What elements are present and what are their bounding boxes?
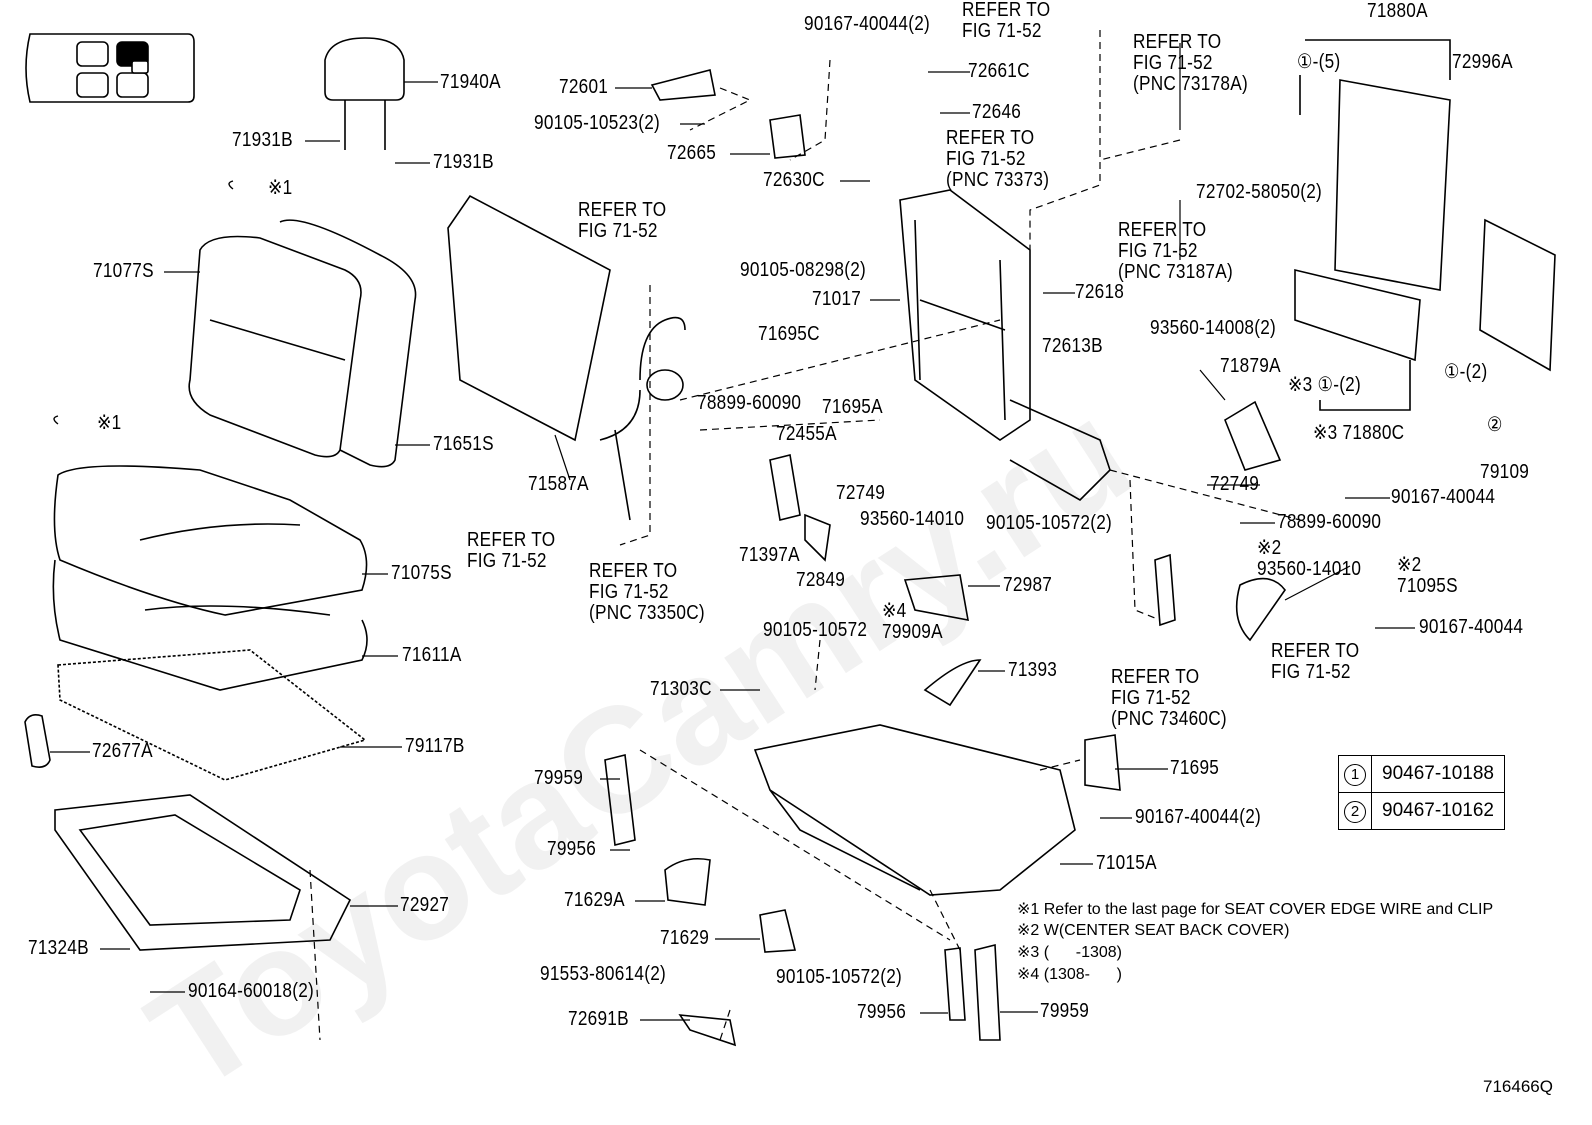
part-label: 78899-60090	[697, 392, 802, 414]
part-label: 72661C	[968, 60, 1030, 82]
table-row: 2 90467-10162	[1338, 792, 1505, 830]
part-label: 72749	[1210, 473, 1260, 495]
part-label: 71015A	[1096, 852, 1157, 874]
footnote-3: ※3 ( -1308)	[1017, 944, 1122, 961]
part-label: 72613B	[1042, 335, 1103, 357]
part-label: 90105-08298(2)	[740, 259, 867, 281]
part-label: 79109	[1480, 461, 1530, 483]
part-label: ※2 71095S	[1397, 554, 1458, 597]
part-label: ※4 79909A	[882, 600, 943, 643]
part-label: 71695C	[758, 323, 820, 345]
part-label: REFER TO FIG 71-52	[1271, 640, 1360, 683]
part-label: 71397A	[739, 544, 800, 566]
part-label: ※3 71880C	[1313, 422, 1405, 444]
part-label: 71393	[1008, 659, 1058, 681]
seat-position-indicator	[25, 33, 195, 103]
part-label: 71931B	[433, 151, 494, 173]
part-label: ②	[1487, 414, 1503, 436]
part-label: 79956	[547, 838, 597, 860]
part-label: 79959	[1040, 1000, 1090, 1022]
part-label: 79956	[857, 1001, 907, 1023]
part-label: 71611A	[402, 644, 462, 666]
figure-code: 716466Q	[1483, 1077, 1553, 1096]
part-label: REFER TO FIG 71-52	[962, 0, 1051, 42]
part-label: 72927	[400, 894, 450, 916]
part-label: 71587A	[528, 473, 589, 495]
ref-key: 2	[1344, 800, 1366, 823]
part-label: 71077S	[93, 260, 154, 282]
part-label: 93560-14010	[860, 508, 965, 530]
part-label: 72601	[559, 76, 609, 98]
part-label: 71303C	[650, 678, 712, 700]
ref-part: 90467-10162	[1371, 792, 1505, 830]
part-label: ※3 ①-(2)	[1288, 374, 1361, 396]
part-label: 90105-10523(2)	[534, 112, 661, 134]
part-label: 91553-80614(2)	[540, 963, 667, 985]
ref-key: 1	[1344, 763, 1366, 786]
part-label: 90164-60018(2)	[188, 980, 315, 1002]
part-label: 72996A	[1452, 51, 1513, 73]
part-label: 72849	[796, 569, 846, 591]
part-label: 72665	[667, 142, 717, 164]
part-label: 72987	[1003, 574, 1053, 596]
part-label: 71879A	[1220, 355, 1281, 377]
part-label: 72677A	[92, 740, 153, 762]
reference-table: 1 90467-10188 2 90467-10162	[1338, 755, 1505, 830]
part-label: 90167-40044	[1391, 486, 1496, 508]
part-label: 72749	[836, 482, 886, 504]
ref-part: 90467-10188	[1371, 755, 1505, 793]
parts-illustration	[24, 30, 1556, 1047]
part-label: 72455A	[776, 423, 837, 445]
part-label: 90105-10572(2)	[776, 966, 903, 988]
footnote-4: ※4 (1308- )	[1017, 966, 1122, 983]
part-label: 79959	[534, 767, 584, 789]
footnote-1: ※1 Refer to the last page for SEAT COVER…	[1017, 901, 1494, 918]
part-label: 71695	[1170, 757, 1220, 779]
part-label: 71940A	[440, 71, 501, 93]
part-label: 72630C	[763, 169, 825, 191]
part-label: 71324B	[28, 937, 89, 959]
part-label: REFER TO FIG 71-52 (PNC 73373)	[946, 127, 1050, 191]
part-label: 71017	[812, 288, 862, 310]
footnote-2: ※2 W(CENTER SEAT BACK COVER)	[1017, 922, 1290, 939]
part-label: ①-(2)	[1444, 361, 1488, 383]
part-label: REFER TO FIG 71-52	[578, 199, 667, 242]
part-label: ①-(5)	[1297, 51, 1341, 73]
part-label: 93560-14008(2)	[1150, 317, 1277, 339]
part-label: 72691B	[568, 1008, 629, 1030]
part-label: 72646	[972, 101, 1022, 123]
part-label: ※2 93560-14010	[1257, 537, 1362, 580]
part-label: 90167-40044(2)	[804, 13, 931, 35]
part-label: 71629	[660, 927, 710, 949]
part-label: ※1	[268, 177, 293, 199]
part-label: 90167-40044	[1419, 616, 1524, 638]
part-label: REFER TO FIG 71-52	[467, 529, 556, 572]
part-label: 71880A	[1367, 0, 1428, 22]
part-label: 71075S	[391, 562, 452, 584]
part-label: 79117B	[405, 735, 465, 757]
part-label: ※1	[97, 412, 122, 434]
part-label: 90105-10572	[763, 619, 868, 641]
part-label: 71651S	[433, 433, 494, 455]
part-label: 71629A	[564, 889, 625, 911]
part-label: REFER TO FIG 71-52 (PNC 73178A)	[1133, 31, 1248, 95]
part-label: 71695A	[822, 396, 883, 418]
table-row: 1 90467-10188	[1338, 755, 1505, 793]
part-label: 78899-60090	[1277, 511, 1382, 533]
part-label: 72702-58050(2)	[1196, 181, 1323, 203]
part-label: 90167-40044(2)	[1135, 806, 1262, 828]
part-label: REFER TO FIG 71-52 (PNC 73350C)	[589, 560, 705, 624]
part-label: REFER TO FIG 71-52 (PNC 73460C)	[1111, 666, 1227, 730]
part-label: 72618	[1075, 281, 1125, 303]
part-label: 71931B	[232, 129, 293, 151]
part-label: 90105-10572(2)	[986, 512, 1113, 534]
part-label: REFER TO FIG 71-52 (PNC 73187A)	[1118, 219, 1233, 283]
